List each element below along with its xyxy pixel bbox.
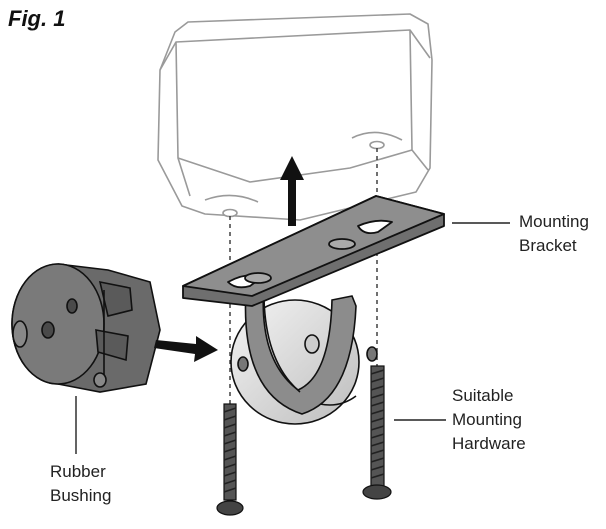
up-arrow-icon bbox=[280, 156, 304, 226]
mounting-screw-right bbox=[362, 365, 392, 500]
figure-title: Fig. 1 bbox=[8, 6, 66, 31]
device-housing bbox=[157, 13, 433, 221]
rubber-bushing-label: Rubber Bushing bbox=[50, 460, 111, 508]
label-line: Bracket bbox=[519, 236, 577, 255]
label-line: Mounting bbox=[452, 410, 522, 429]
mounting-bracket-label: Mounting Bracket bbox=[519, 210, 589, 258]
label-line: Bushing bbox=[50, 486, 112, 505]
label-line: Rubber bbox=[50, 462, 106, 481]
label-line: Suitable bbox=[452, 386, 514, 405]
right-arrow-icon bbox=[154, 336, 218, 362]
rubber-bushing bbox=[11, 263, 161, 393]
leader-lines bbox=[75, 222, 510, 454]
label-line: Hardware bbox=[452, 434, 526, 453]
mounting-hardware-label: Suitable Mounting Hardware bbox=[452, 384, 526, 456]
mounting-bracket bbox=[182, 195, 445, 307]
label-line: Mounting bbox=[519, 212, 589, 231]
mounting-screw-left bbox=[216, 403, 244, 516]
